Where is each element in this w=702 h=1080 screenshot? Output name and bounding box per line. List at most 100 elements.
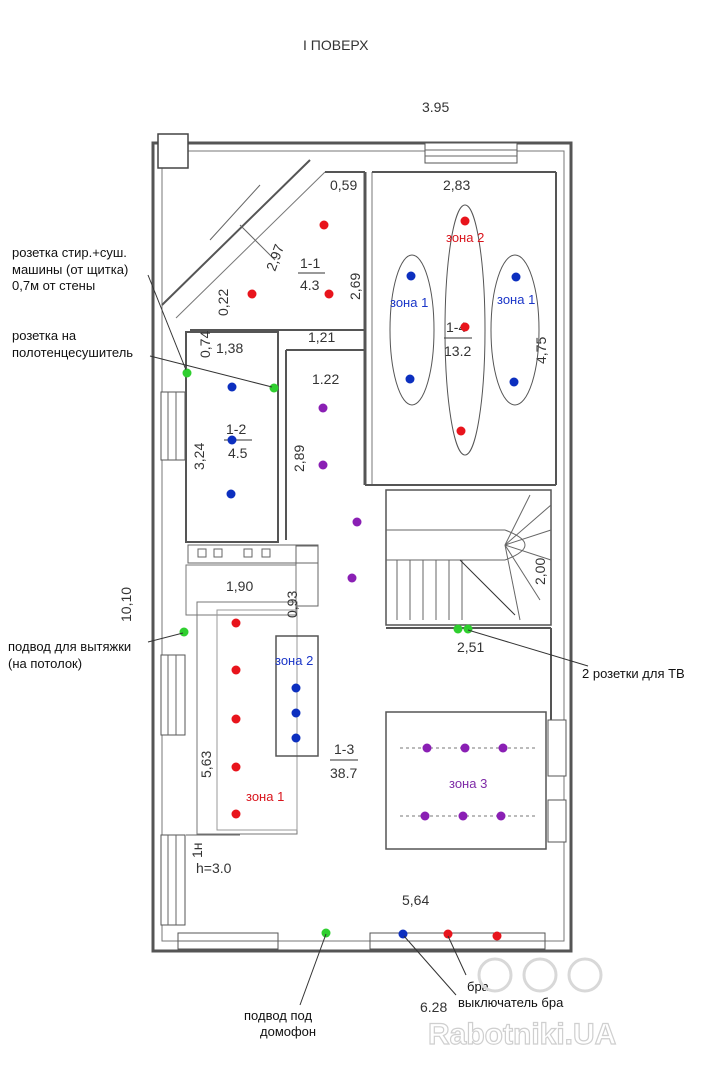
room-label-1-4: 1-4 13.2 xyxy=(444,319,472,359)
outer-walls xyxy=(151,133,573,953)
light-point xyxy=(458,811,468,821)
light-point xyxy=(509,377,519,387)
watermark-logo: Rabotniki.UA xyxy=(428,1018,616,1051)
room-area: 13.2 xyxy=(444,343,471,359)
dim-room14-top: 2,83 xyxy=(443,177,470,193)
light-point xyxy=(247,289,257,299)
annotation-line: (на потолок) xyxy=(8,656,82,671)
room-area: 38.7 xyxy=(330,765,357,781)
annotation-line: подвод под xyxy=(244,1008,312,1023)
light-point xyxy=(352,517,362,527)
dim-left-total: 10,10 xyxy=(118,587,134,622)
dim-room11-diag: 2,97 xyxy=(263,242,287,273)
light-point xyxy=(492,931,502,941)
light-point xyxy=(318,403,328,413)
dim-room14-side: 4,75 xyxy=(533,337,549,364)
socket-point xyxy=(463,624,473,634)
dim-room11-top: 0,59 xyxy=(330,177,357,193)
purple-lights xyxy=(318,403,508,821)
blue-lights xyxy=(226,271,521,939)
dim-hall-top: 1.22 xyxy=(312,371,339,387)
light-point xyxy=(511,272,521,282)
light-point xyxy=(460,743,470,753)
dim-height: h=3.0 xyxy=(196,860,232,876)
annotation-line: розетка стир.+суш. xyxy=(12,245,127,260)
dim-room12-top: 1,38 xyxy=(216,340,243,356)
leader-lines xyxy=(147,274,589,1006)
room-area: 4.3 xyxy=(300,277,320,293)
light-point xyxy=(291,683,301,693)
annotation-line: домофон xyxy=(260,1024,316,1039)
light-point xyxy=(405,374,415,384)
zone-label: зона 2 xyxy=(446,230,484,245)
dim-hall-side: 2,89 xyxy=(291,445,307,472)
light-point xyxy=(443,929,453,939)
room-number: 1-3 xyxy=(334,741,354,757)
green-sockets xyxy=(179,368,473,938)
socket-point xyxy=(453,624,463,634)
dim-room12-side: 3,24 xyxy=(191,443,207,470)
light-point xyxy=(406,271,416,281)
light-point xyxy=(318,460,328,470)
annotation-line: подвод для вытяжки xyxy=(8,639,131,654)
annotation-intercom: подвод под домофон xyxy=(244,1008,316,1039)
dim-room11-corner: 0,22 xyxy=(215,289,231,316)
room-area: 4.5 xyxy=(228,445,248,461)
dim-room11-side: 2,69 xyxy=(347,273,363,300)
annotation-hood: подвод для вытяжки (на потолок) xyxy=(8,639,135,671)
zone-label: зона 1 xyxy=(390,295,428,310)
annotation-line: машины (от щитка) xyxy=(12,262,128,277)
dim-stair-bottom: 2,51 xyxy=(457,639,484,655)
dim-room12-note: 0,74 xyxy=(197,331,213,358)
zone-label: зона 3 xyxy=(449,776,487,791)
zone-label: зона 1 xyxy=(246,789,284,804)
annotation-sconce-switch: выключатель бра xyxy=(458,995,564,1010)
light-point xyxy=(227,382,237,392)
light-point xyxy=(422,743,432,753)
light-point xyxy=(456,426,466,436)
light-point xyxy=(347,573,357,583)
room-number: 1-1 xyxy=(300,255,320,271)
light-point xyxy=(231,809,241,819)
room-label-1-2: 1-2 4.5 xyxy=(224,421,252,461)
room-1-4-walls xyxy=(365,171,557,486)
dim-kitchen-small: 0,93 xyxy=(284,591,300,618)
light-point xyxy=(420,811,430,821)
light-point xyxy=(231,618,241,628)
room-number: 1-2 xyxy=(226,421,246,437)
annotation-towel-socket: розетка на полотенцесушитель xyxy=(12,328,133,360)
red-lights xyxy=(231,216,502,941)
annotation-tv: 2 розетки для ТВ xyxy=(582,666,685,681)
room-label-1-3: 1-3 38.7 xyxy=(330,741,358,781)
floor-title: I ПОВЕРХ xyxy=(303,37,369,53)
light-point xyxy=(291,733,301,743)
room-1-1-walls xyxy=(161,159,373,485)
zone-label: зона 1 xyxy=(497,292,535,307)
light-point xyxy=(226,489,236,499)
annotation-line: розетка на xyxy=(12,328,77,343)
staircase xyxy=(385,489,552,720)
light-point xyxy=(231,714,241,724)
socket-point xyxy=(321,928,331,938)
light-point xyxy=(291,708,301,718)
dim-room11-bottom: 1,21 xyxy=(308,329,335,345)
zone-outlines xyxy=(389,204,540,456)
dim-bottom-total: 6.28 xyxy=(420,999,447,1015)
socket-point xyxy=(269,383,279,393)
annotation-washer-socket: розетка стир.+суш. машины (от щитка) 0,7… xyxy=(12,245,132,293)
kitchen-counter xyxy=(185,564,319,836)
light-point xyxy=(460,322,470,332)
annotation-sconce: бра xyxy=(467,979,490,994)
dim-bottom-inner: 5,64 xyxy=(402,892,429,908)
light-point xyxy=(496,811,506,821)
annotation-line: 0,7м от стены xyxy=(12,278,95,293)
room-number: 1-4 xyxy=(446,319,466,335)
socket-point xyxy=(179,627,189,637)
top-width-dim: 3.95 xyxy=(422,99,449,115)
light-point xyxy=(324,289,334,299)
room-label-1-1: 1-1 4.3 xyxy=(298,255,325,293)
dim-kitchen-side: 5,63 xyxy=(198,751,214,778)
light-point xyxy=(498,743,508,753)
dim-kitchen-top: 1,90 xyxy=(226,578,253,594)
